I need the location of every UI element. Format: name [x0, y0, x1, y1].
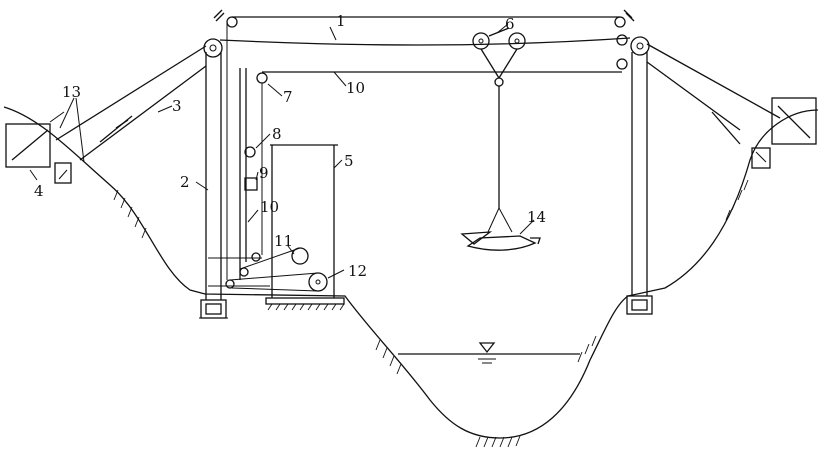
left-anchor [5, 45, 207, 184]
label-1: 1 [336, 12, 346, 30]
water-level [398, 342, 580, 364]
label-14: 14 [527, 208, 546, 226]
label-9: 9 [259, 164, 269, 182]
label-3: 3 [172, 97, 182, 115]
label-4: 4 [34, 182, 44, 200]
label-10-top: 10 [346, 79, 365, 97]
traction-cable [208, 34, 628, 287]
winch-house [225, 144, 345, 311]
left-tower [199, 38, 228, 319]
ground-profile [3, 106, 818, 439]
leader-lines [29, 23, 535, 279]
label-6: 6 [505, 15, 515, 33]
carriage [472, 27, 526, 208]
label-8: 8 [272, 125, 282, 143]
label-7: 7 [283, 88, 293, 106]
right-tower [626, 36, 653, 315]
label-5: 5 [344, 152, 354, 170]
label-12: 12 [348, 262, 367, 280]
label-11: 11 [274, 232, 293, 250]
label-10-bottom: 10 [260, 198, 279, 216]
main-cable [219, 37, 631, 46]
ground-hatching [113, 179, 749, 448]
right-anchor [646, 43, 817, 169]
label-2: 2 [180, 173, 190, 191]
callout-labels: 1 2 3 4 5 6 7 8 9 10 10 11 12 13 14 [34, 12, 546, 280]
sampler [460, 207, 541, 251]
label-13: 13 [62, 83, 81, 101]
top-cable [213, 9, 635, 280]
